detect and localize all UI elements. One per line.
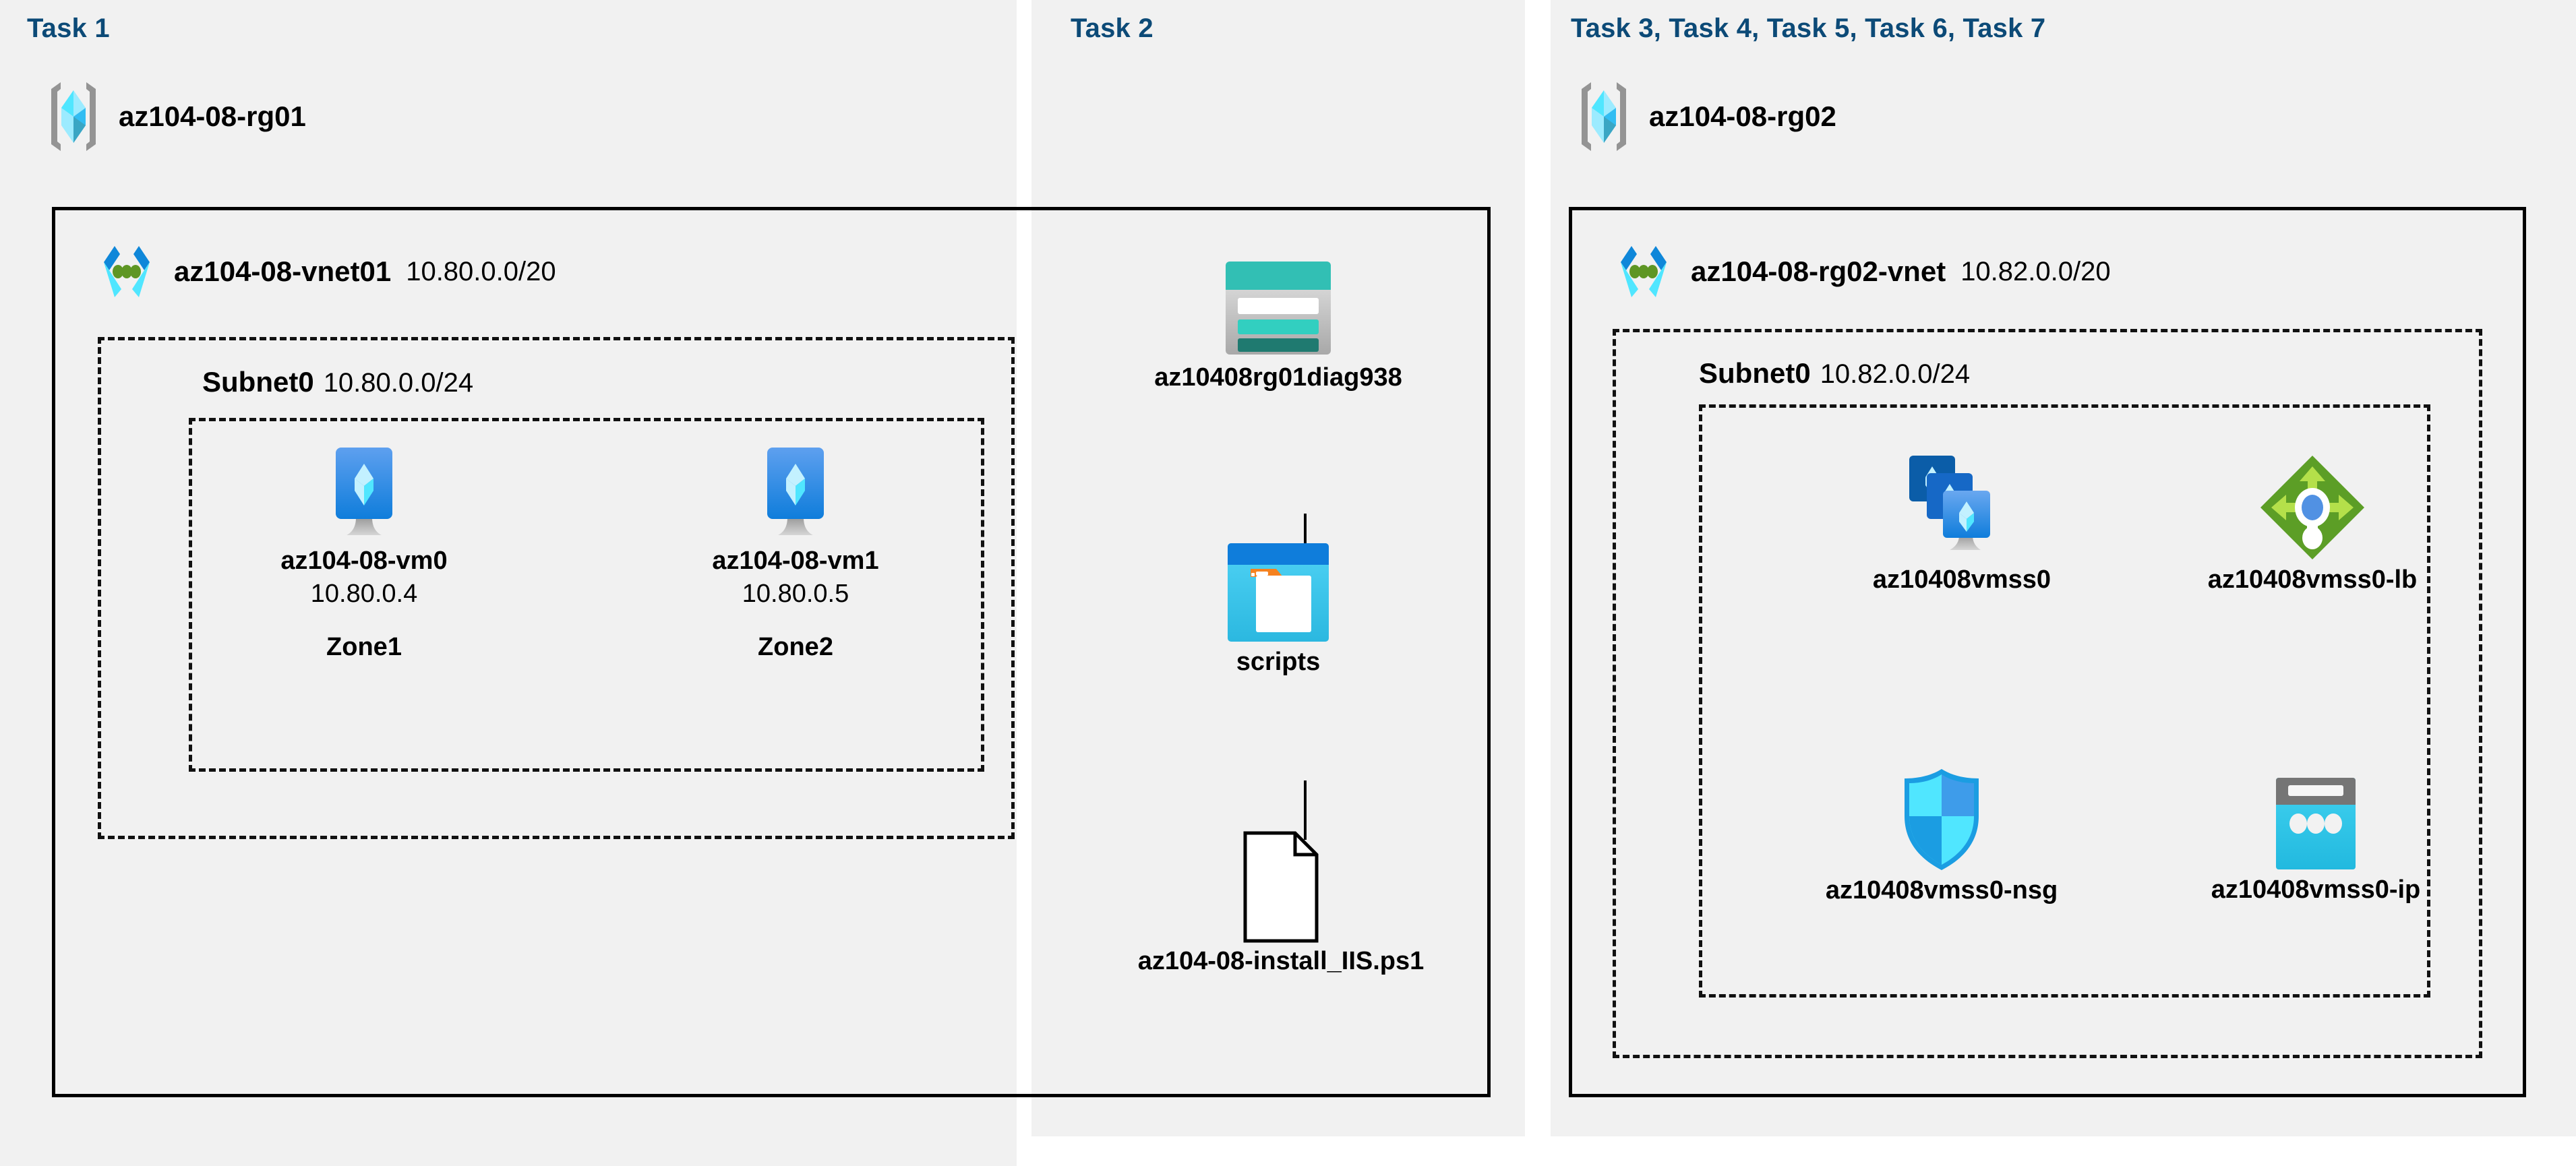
blob-container-icon <box>1221 539 1336 646</box>
node-public-ip-address[interactable]: az10408vmss0-ip <box>2167 775 2464 907</box>
subnet-label-rg02vnet: Subnet0 10.82.0.0/24 <box>1699 357 1970 390</box>
task3-header: Task 3, Task 4, Task 5, Task 6, Task 7 <box>1571 13 2046 43</box>
load-balancer-name: az10408vmss0-lb <box>2207 565 2418 594</box>
task2-header: Task 2 <box>1071 13 1154 43</box>
subnet-name: Subnet0 <box>1699 357 1811 389</box>
node-storage-account[interactable]: az10408rg01diag938 <box>1150 256 1406 394</box>
subnet-cidr: 10.82.0.0/24 <box>1820 359 1971 389</box>
vnet-name: az104-08-rg02-vnet <box>1691 255 1946 287</box>
vnet-header-rg02-vnet: az104-08-rg02-vnet 10.82.0.0/20 <box>1611 239 2111 304</box>
node-vm-scale-set[interactable]: az10408vmss0 <box>1800 452 2124 596</box>
public-ip-address-icon <box>2267 775 2365 873</box>
node-az104-08-vm0[interactable]: az104-08-vm0 10.80.0.4 Zone1 <box>256 445 472 662</box>
vm-scale-set-icon <box>1901 452 2023 563</box>
subnet-cidr: 10.80.0.0/24 <box>323 368 474 398</box>
node-blob-container-scripts[interactable]: scripts <box>1150 539 1406 679</box>
file-icon <box>1236 829 1326 945</box>
load-balancer-icon <box>2256 452 2368 563</box>
vnet-name: az104-08-vnet01 <box>174 255 392 287</box>
task1-header: Task 1 <box>27 13 110 43</box>
file-name: az104-08-install_IIS.ps1 <box>1137 947 1425 975</box>
vmss-name: az10408vmss0 <box>1872 565 2051 594</box>
public-ip-name: az10408vmss0-ip <box>2211 876 2421 904</box>
node-load-balancer[interactable]: az10408vmss0-lb <box>2151 452 2474 596</box>
panel-task1 <box>0 0 1017 1166</box>
subnet-boundary-subnet0-vnet01 <box>98 337 1015 839</box>
node-file-install-iis[interactable]: az104-08-install_IIS.ps1 <box>1072 829 1490 978</box>
resource-group-label: az104-08-rg01 <box>119 100 306 132</box>
vm-name: az104-08-vm1 <box>712 547 879 575</box>
storage-account-name: az10408rg01diag938 <box>1154 363 1402 392</box>
storage-account-icon <box>1218 256 1339 361</box>
vm-zone: Zone1 <box>326 633 402 662</box>
vmss-group-boundary <box>1699 404 2430 998</box>
vm-ip: 10.80.0.5 <box>742 579 849 608</box>
vm-name: az104-08-vm0 <box>280 547 448 575</box>
vnet-cidr: 10.82.0.0/20 <box>1960 256 2111 286</box>
subnet-name: Subnet0 <box>202 366 314 398</box>
node-az104-08-vm1[interactable]: az104-08-vm1 10.80.0.5 Zone2 <box>688 445 903 662</box>
virtual-network-icon <box>1611 239 1676 304</box>
network-security-group-icon <box>1896 765 1987 874</box>
virtual-network-icon <box>94 239 159 304</box>
nsg-name: az10408vmss0-nsg <box>1825 876 2058 904</box>
zone-group-boundary <box>189 418 984 772</box>
connector-scripts-to-file <box>1304 780 1307 840</box>
vm-zone: Zone2 <box>758 633 833 662</box>
blob-container-name: scripts <box>1236 648 1321 676</box>
virtual-machine-icon <box>748 445 843 545</box>
subnet-label-vnet01: Subnet0 10.80.0.0/24 <box>202 366 473 398</box>
resource-group-label: az104-08-rg02 <box>1649 100 1836 132</box>
vm-ip: 10.80.0.4 <box>310 579 418 608</box>
panel-task3 <box>1551 0 2576 1136</box>
resource-group-row-rg02: az104-08-rg02 <box>1576 80 1836 154</box>
vnet-boundary-rg02-vnet <box>1569 207 2526 1097</box>
node-network-security-group[interactable]: az10408vmss0-nsg <box>1753 765 2130 907</box>
subnet-boundary-subnet0-rg02vnet <box>1613 329 2482 1058</box>
vnet-header-vnet01: az104-08-vnet01 10.80.0.0/20 <box>94 239 556 304</box>
connector-storage-to-scripts <box>1304 514 1307 566</box>
virtual-machine-icon <box>317 445 411 545</box>
resource-group-row-rg01: az104-08-rg01 <box>46 80 306 154</box>
vnet-boundary-vnet01 <box>52 207 1491 1097</box>
resource-group-icon <box>46 80 101 154</box>
vnet-cidr: 10.80.0.0/20 <box>406 256 556 286</box>
resource-group-icon <box>1576 80 1631 154</box>
